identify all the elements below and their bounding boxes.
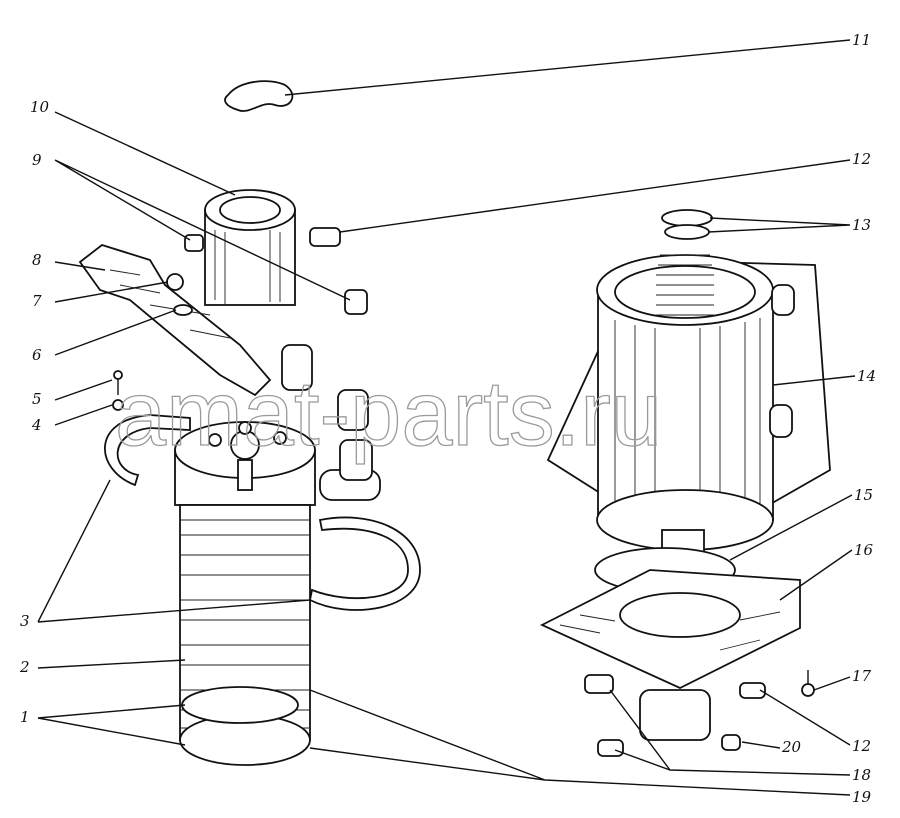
label-1: 1 — [20, 708, 30, 726]
label-17: 17 — [852, 667, 872, 685]
part-3-ring — [104, 414, 191, 487]
part-3-ring-right — [308, 516, 421, 611]
part-18-fittings — [584, 674, 711, 757]
part-13-rings — [661, 209, 713, 240]
label-20: 20 — [781, 738, 802, 756]
part-10-housing — [204, 189, 296, 306]
label-11: 11 — [852, 31, 871, 49]
label-14: 14 — [857, 367, 876, 385]
label-4: 4 — [31, 416, 42, 434]
part-9-fittings — [184, 234, 368, 315]
part-4-washer — [112, 399, 124, 411]
label-3: 3 — [20, 612, 30, 630]
label-8: 8 — [32, 251, 42, 269]
label-16: 16 — [854, 541, 874, 559]
part-8-lever — [78, 244, 272, 397]
label-12: 12 — [852, 150, 871, 168]
part-11-gasket — [224, 80, 294, 112]
label-2: 2 — [19, 658, 30, 676]
part-17-screw — [801, 670, 815, 697]
part-12-fitting — [309, 227, 341, 247]
label-9: 9 — [32, 151, 42, 169]
watermark: amat-parts.ru — [115, 363, 662, 465]
label-10: 10 — [30, 98, 50, 116]
part-14-cylinder — [546, 254, 831, 621]
label-5: 5 — [32, 390, 42, 408]
part-20-plug — [721, 734, 741, 751]
label-7: 7 — [32, 292, 42, 310]
part-labels: 1 2 3 4 5 6 7 8 9 10 11 12 13 14 15 16 1… — [19, 31, 876, 806]
main-column-assembly — [174, 344, 381, 766]
leader-lines — [37, 39, 856, 796]
label-15: 15 — [854, 486, 873, 504]
label-12-lower: 12 — [852, 737, 871, 755]
part-12-lower-fitting — [739, 682, 766, 699]
label-19: 19 — [852, 788, 872, 806]
part-7-nut — [166, 273, 184, 291]
part-5-screw — [113, 370, 123, 395]
label-13: 13 — [852, 216, 871, 234]
part-16-base-plate — [539, 569, 801, 689]
label-6: 6 — [32, 346, 42, 364]
part-6-washer — [173, 304, 193, 316]
label-18: 18 — [852, 766, 871, 784]
